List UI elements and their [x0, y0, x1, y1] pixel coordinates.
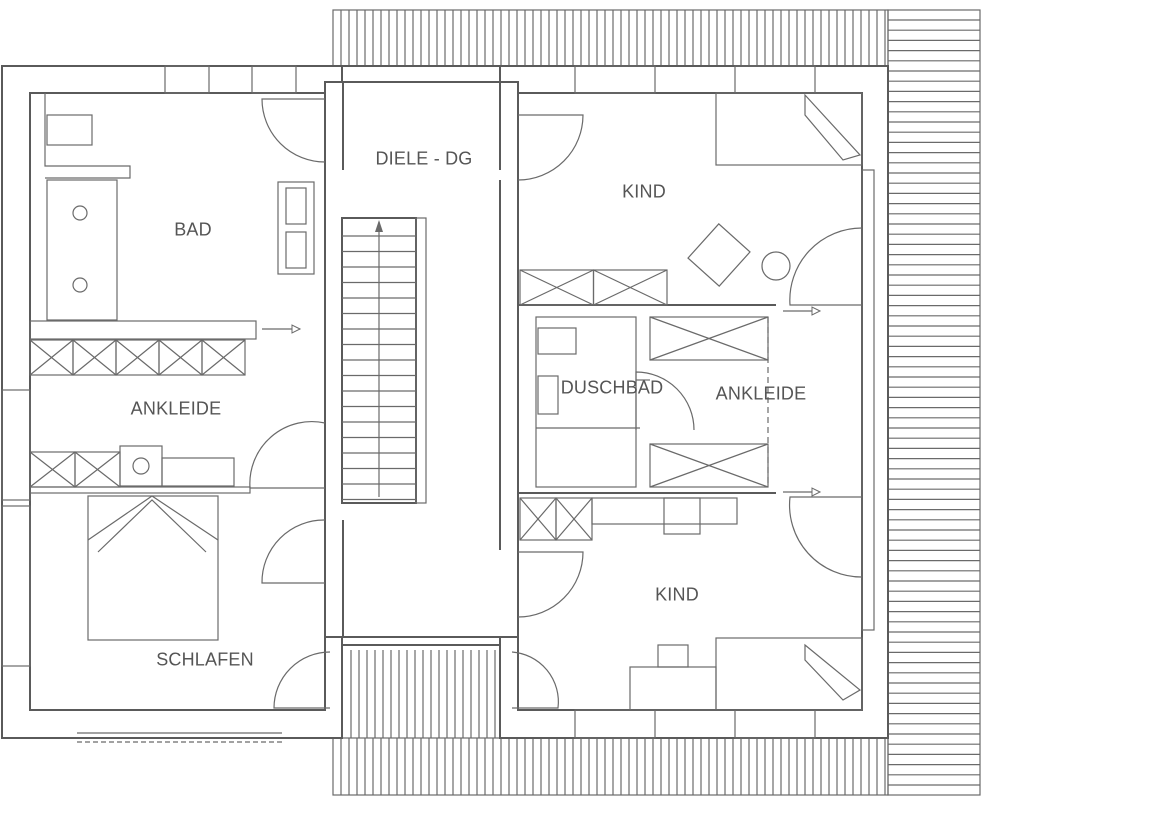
- door-swing: [249, 420, 326, 489]
- wardrobe-cross: [555, 497, 593, 541]
- room-label-kind-1: KIND: [622, 181, 666, 202]
- wardrobe-cross: [74, 451, 121, 488]
- room-label-schlafen: SCHLAFEN: [156, 649, 254, 670]
- toilet: [537, 327, 577, 355]
- wardrobe-box: [649, 443, 769, 488]
- wardrobe-cross: [72, 339, 117, 376]
- wardrobe-box: [555, 497, 593, 541]
- sink: [537, 375, 559, 415]
- wardrobe-box: [74, 451, 121, 488]
- wardrobe-box: [201, 339, 246, 376]
- room-label-diele: DIELE - DG: [375, 148, 473, 169]
- left-wing-inner-wall: [29, 92, 326, 711]
- wardrobe-cross: [201, 339, 246, 376]
- shaft: [277, 181, 315, 275]
- door-swing: [788, 496, 863, 578]
- room-label-ankleide-2: ANKLEIDE: [715, 383, 807, 404]
- door-swing: [635, 371, 695, 431]
- room-label-ankleide-1: ANKLEIDE: [130, 398, 222, 419]
- wardrobe-cross: [115, 339, 160, 376]
- wardrobe-cross: [29, 451, 76, 488]
- room-label-bad: BAD: [174, 219, 212, 240]
- room-label-duschbad: DUSCHBAD: [560, 377, 664, 398]
- door-swing: [261, 519, 326, 584]
- wardrobe-cross: [649, 316, 769, 361]
- wardrobe-cross: [519, 269, 594, 306]
- doors: [249, 98, 863, 709]
- wardrobes: [29, 269, 769, 541]
- walls: [1, 65, 889, 743]
- wardrobe-cross: [519, 497, 557, 541]
- door-swing: [273, 651, 331, 709]
- door-swing: [511, 651, 559, 709]
- right-wing-inner-wall: [517, 92, 863, 711]
- room-label-kind-2: KIND: [655, 584, 699, 605]
- toilet: [46, 114, 93, 146]
- wardrobe-box: [649, 316, 769, 361]
- double-vanity: [46, 179, 118, 321]
- door-swing: [517, 114, 584, 181]
- chair: [687, 223, 751, 287]
- top-corridor-wall: [341, 65, 501, 83]
- wardrobe-cross: [29, 339, 74, 376]
- door-swing: [517, 551, 584, 618]
- door-swing: [789, 227, 863, 306]
- wardrobe-cross: [593, 269, 668, 306]
- wardrobe-cross: [158, 339, 203, 376]
- door-swing: [261, 98, 326, 163]
- wardrobe-cross: [649, 443, 769, 488]
- wardrobe-box: [592, 269, 668, 306]
- roof-right: [887, 9, 981, 796]
